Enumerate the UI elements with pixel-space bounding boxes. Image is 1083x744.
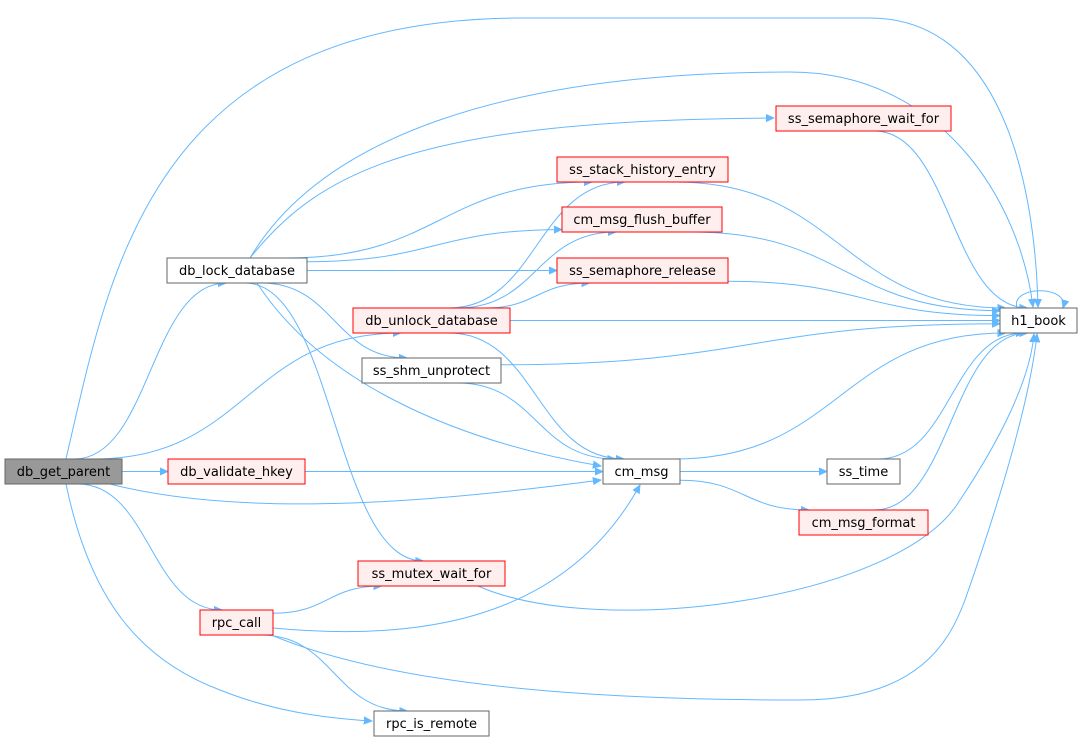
node-db_validate_hkey[interactable]: db_validate_hkey bbox=[167, 458, 306, 485]
node-box[interactable] bbox=[199, 609, 274, 636]
edge-cm_msg_format-to-h1_book bbox=[874, 333, 1027, 511]
edge-db_lock_database-to-h1_book bbox=[249, 71, 1033, 307]
node-ss_time[interactable]: ss_time bbox=[826, 458, 901, 485]
edge-ss_semaphore_release-to-h1_book bbox=[727, 280, 1000, 315]
node-label: h1_book bbox=[1011, 314, 1066, 329]
node-label: rpc_is_remote bbox=[386, 717, 477, 732]
node-cm_msg[interactable]: cm_msg bbox=[602, 458, 681, 485]
edge-db_unlock_database-to-cm_msg_flush_buffer bbox=[457, 232, 616, 309]
edge-db_get_parent-to-db_unlock_database bbox=[93, 333, 401, 460]
edge-db_get_parent-to-h1_book bbox=[65, 17, 1038, 460]
node-db_get_parent[interactable]: db_get_parent bbox=[4, 458, 123, 485]
edge-ss_shm_unprotect-to-cm_msg bbox=[457, 382, 616, 459]
node-cm_msg_flush_buffer[interactable]: cm_msg_flush_buffer bbox=[561, 206, 723, 233]
node-h1_book[interactable]: h1_book bbox=[999, 307, 1078, 334]
node-db_lock_database[interactable]: db_lock_database bbox=[166, 257, 308, 284]
node-box[interactable] bbox=[556, 257, 729, 284]
node-ss_shm_unprotect[interactable]: ss_shm_unprotect bbox=[361, 357, 502, 384]
edge-db_get_parent-to-db_lock_database bbox=[74, 283, 226, 460]
edge-cm_msg_flush_buffer-to-h1_book bbox=[691, 231, 1000, 311]
edge-rpc_call-to-ss_mutex_wait_for bbox=[272, 586, 382, 614]
edge-db_lock_database-to-cm_msg_flush_buffer bbox=[306, 230, 562, 263]
node-ss_semaphore_wait_for[interactable]: ss_semaphore_wait_for bbox=[775, 105, 952, 132]
node-label: ss_semaphore_wait_for bbox=[788, 112, 940, 127]
edge-db_unlock_database-to-ss_stack_history_entry bbox=[448, 182, 625, 309]
node-label: db_unlock_database bbox=[365, 314, 498, 329]
edge-rpc_call-to-rpc_is_remote bbox=[260, 634, 408, 711]
edge-ss_semaphore_wait_for-to-h1_book bbox=[874, 130, 1027, 308]
node-ss_stack_history_entry[interactable]: ss_stack_history_entry bbox=[556, 156, 729, 183]
edge-rpc_call-to-h1_book bbox=[259, 334, 1037, 701]
node-box[interactable] bbox=[561, 206, 723, 233]
node-label: db_lock_database bbox=[179, 264, 295, 279]
edge-db_unlock_database-to-cm_msg bbox=[448, 332, 624, 459]
node-label: db_validate_hkey bbox=[180, 465, 293, 480]
node-label: cm_msg_flush_buffer bbox=[573, 213, 711, 228]
node-label: rpc_call bbox=[212, 616, 262, 631]
node-box[interactable] bbox=[775, 105, 952, 132]
edge-ss_stack_history_entry-to-h1_book bbox=[675, 181, 1005, 308]
node-box[interactable] bbox=[357, 560, 506, 587]
node-label: cm_msg_format bbox=[812, 516, 916, 531]
node-cm_msg_format[interactable]: cm_msg_format bbox=[798, 509, 929, 536]
node-rpc_is_remote[interactable]: rpc_is_remote bbox=[373, 710, 490, 737]
node-ss_semaphore_release[interactable]: ss_semaphore_release bbox=[556, 257, 729, 284]
node-box[interactable] bbox=[4, 458, 123, 485]
edge-db_get_parent-to-cm_msg bbox=[109, 480, 601, 505]
edge-cm_msg-to-cm_msg_format bbox=[679, 479, 809, 510]
nodes-layer: db_get_parent db_lock_database db_unlock_d… bbox=[4, 105, 1078, 737]
edge-db_lock_database-to-ss_stack_history_entry bbox=[287, 182, 592, 259]
node-label: ss_mutex_wait_for bbox=[372, 567, 492, 582]
node-rpc_call[interactable]: rpc_call bbox=[199, 609, 274, 636]
edge-cm_msg-to-h1_book bbox=[674, 333, 1005, 460]
edge-db_lock_database-to-ss_semaphore_wait_for bbox=[249, 118, 774, 259]
edge-ss_mutex_wait_for-to-h1_book bbox=[477, 334, 1034, 611]
node-box[interactable] bbox=[798, 509, 929, 536]
node-ss_mutex_wait_for[interactable]: ss_mutex_wait_for bbox=[357, 560, 506, 587]
edge-db_lock_database-to-ss_mutex_wait_for bbox=[244, 282, 424, 561]
node-box[interactable] bbox=[167, 458, 306, 485]
node-label: ss_stack_history_entry bbox=[569, 163, 716, 178]
node-box[interactable] bbox=[166, 257, 308, 284]
node-box[interactable] bbox=[826, 458, 901, 485]
node-box[interactable] bbox=[556, 156, 729, 183]
edge-db_lock_database-to-ss_shm_unprotect bbox=[261, 282, 407, 358]
node-label: db_get_parent bbox=[17, 465, 110, 480]
edge-db_get_parent-to-rpc_call bbox=[77, 483, 222, 610]
node-label: cm_msg bbox=[615, 465, 669, 480]
edge-db_unlock_database-to-ss_semaphore_release bbox=[484, 283, 590, 309]
edge-ss_shm_unprotect-to-h1_book bbox=[500, 324, 1000, 366]
node-label: ss_time bbox=[839, 465, 888, 480]
node-label: ss_semaphore_release bbox=[569, 264, 716, 279]
edge-h1_book-to-h1_book bbox=[1016, 290, 1063, 308]
node-box[interactable] bbox=[999, 307, 1078, 334]
node-label: ss_shm_unprotect bbox=[373, 364, 490, 379]
node-db_unlock_database[interactable]: db_unlock_database bbox=[352, 307, 511, 334]
node-box[interactable] bbox=[352, 307, 511, 334]
edge-db_get_parent-to-rpc_is_remote bbox=[65, 483, 372, 721]
edge-rpc_call-to-cm_msg bbox=[272, 485, 640, 633]
edge-db_lock_database-to-cm_msg bbox=[256, 282, 601, 466]
node-box[interactable] bbox=[361, 357, 502, 384]
node-box[interactable] bbox=[602, 458, 681, 485]
edge-ss_time-to-h1_book bbox=[877, 333, 1024, 460]
node-box[interactable] bbox=[373, 710, 490, 737]
edges-layer bbox=[65, 17, 1064, 721]
